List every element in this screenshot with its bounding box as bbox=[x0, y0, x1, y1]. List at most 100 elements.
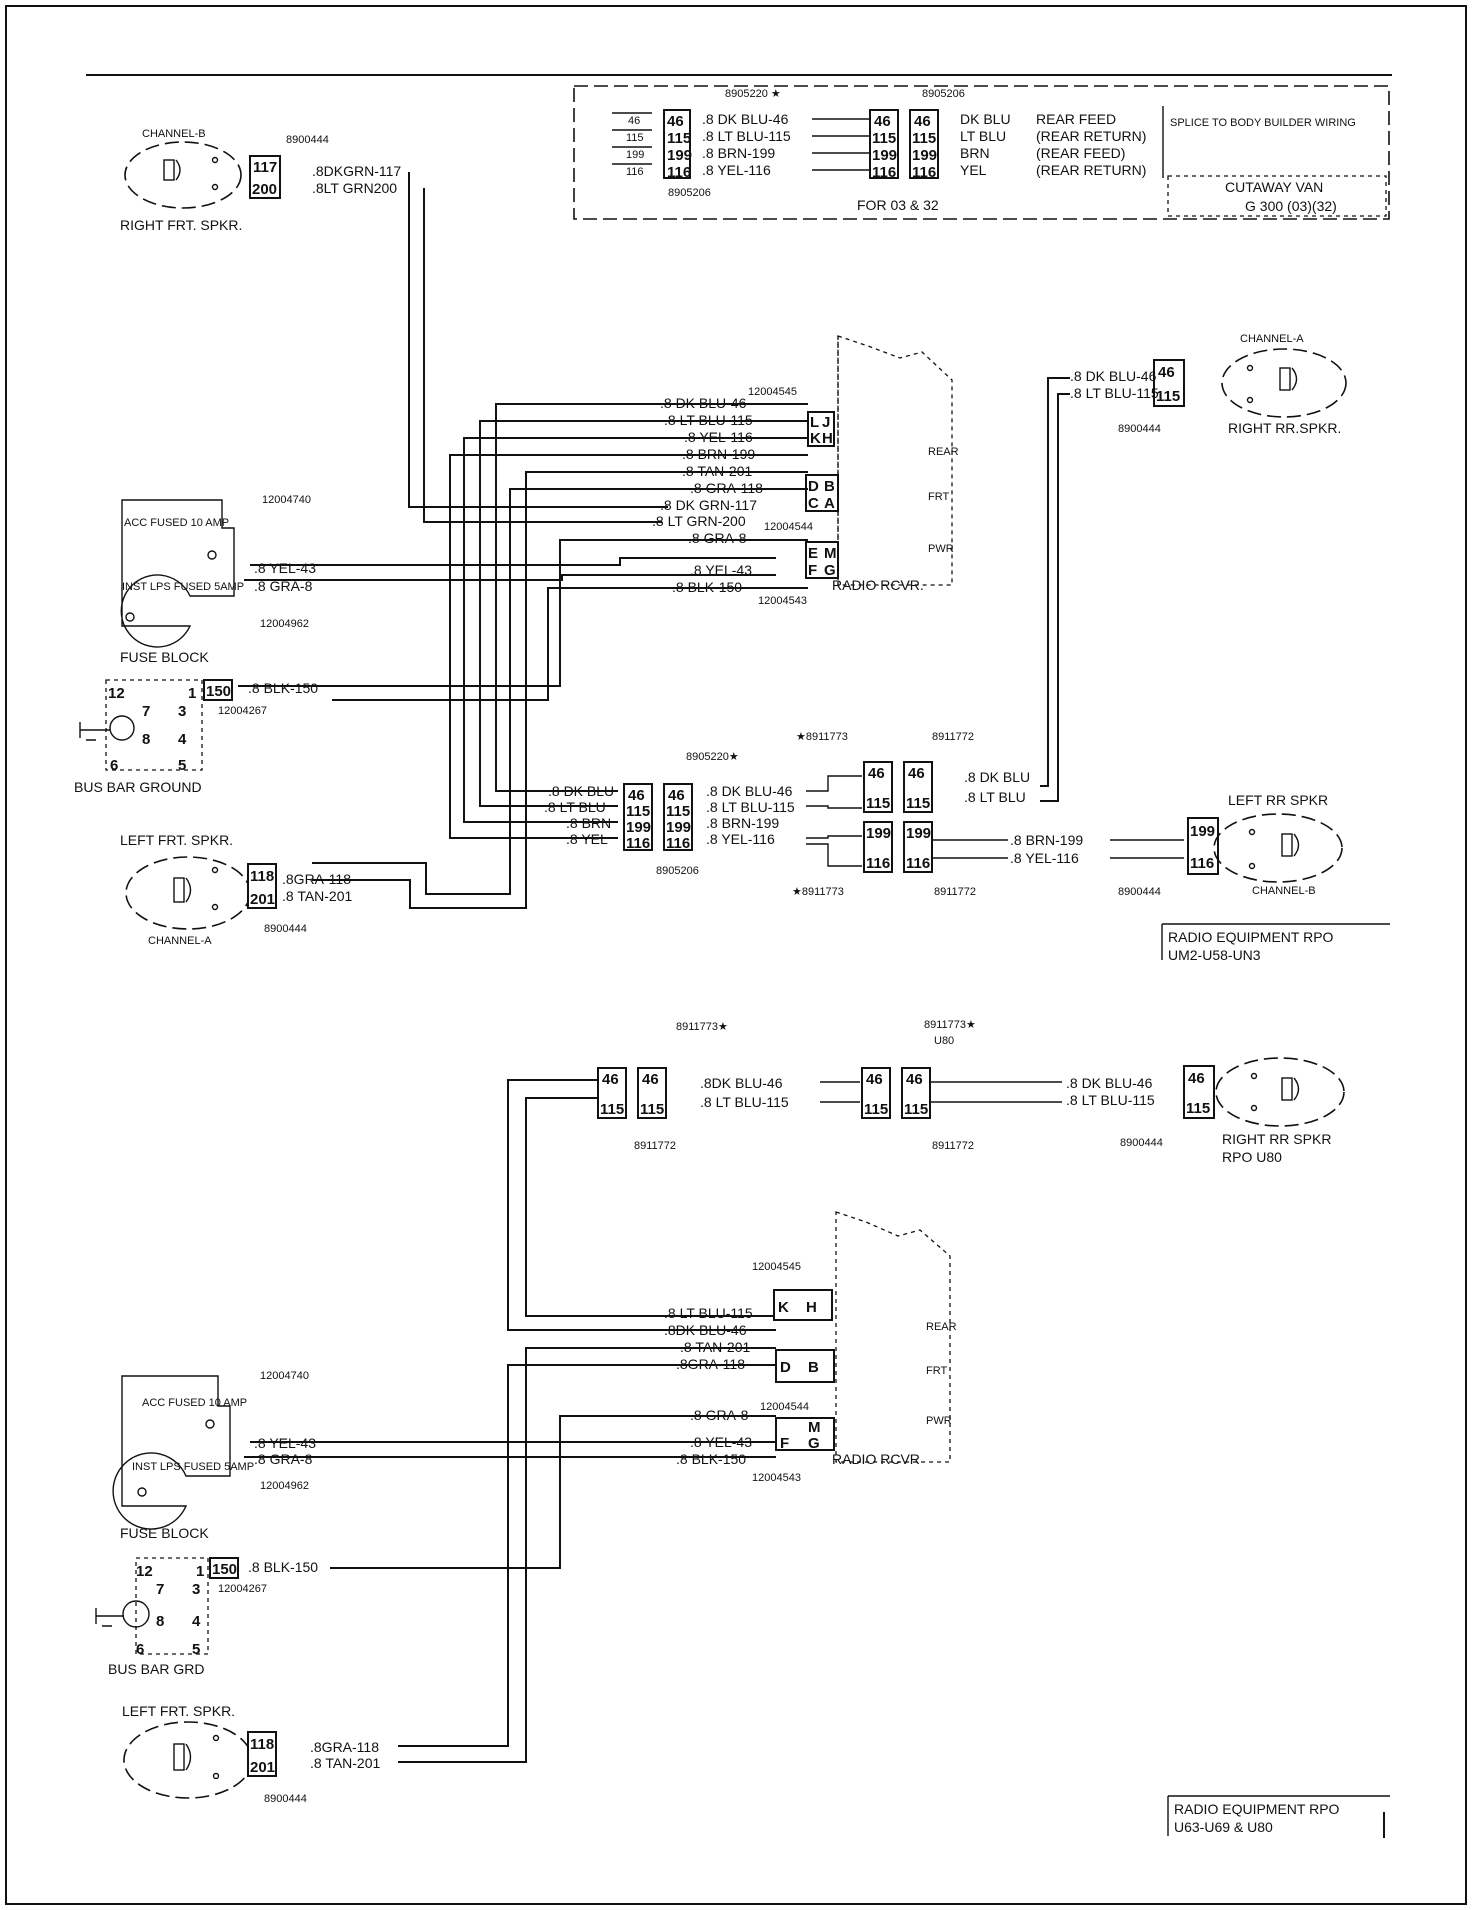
inline-out-199: .8 BRN-199 bbox=[1010, 832, 1083, 848]
svg-text:8900444: 8900444 bbox=[1118, 423, 1161, 435]
svg-text:46: 46 bbox=[914, 113, 931, 130]
svg-text:46: 46 bbox=[908, 765, 925, 782]
svg-text:116: 116 bbox=[872, 164, 896, 181]
svg-text:8911773★: 8911773★ bbox=[676, 1021, 728, 1033]
svg-text:INST LPS FUSED 5AMP: INST LPS FUSED 5AMP bbox=[132, 1461, 254, 1473]
svg-text:115: 115 bbox=[866, 795, 890, 812]
svg-text:115: 115 bbox=[906, 795, 930, 812]
inline-connectors-top: ★8911773 8911772 46 115 46 115 199 116 1… bbox=[792, 731, 976, 898]
svg-text:46: 46 bbox=[1158, 364, 1175, 381]
svg-text:4: 4 bbox=[192, 1613, 201, 1630]
svg-text:E: E bbox=[808, 545, 818, 562]
svg-text:UM2-U58-UN3: UM2-U58-UN3 bbox=[1168, 947, 1261, 963]
svg-text:K: K bbox=[810, 430, 821, 447]
svg-text:RIGHT FRT. SPKR.: RIGHT FRT. SPKR. bbox=[120, 217, 242, 233]
cutaway-connector-id-left: 8905220 ★ bbox=[725, 88, 781, 100]
svg-text:199: 199 bbox=[626, 149, 644, 161]
svg-text:115: 115 bbox=[626, 803, 650, 820]
svg-text:115: 115 bbox=[872, 130, 896, 147]
right-rear-speaker-top: CHANNEL-A RIGHT RR.SPKR. bbox=[1221, 333, 1347, 436]
svg-text:12004543: 12004543 bbox=[752, 1472, 801, 1484]
fuse-block-label: FUSE BLOCK bbox=[120, 649, 209, 665]
svg-text:B: B bbox=[824, 478, 835, 495]
svg-text:4: 4 bbox=[178, 731, 187, 748]
svg-text:8911772: 8911772 bbox=[934, 886, 976, 898]
svg-text:6: 6 bbox=[136, 1641, 144, 1658]
svg-text:RPO U80: RPO U80 bbox=[1222, 1149, 1282, 1165]
cutaway-right-connector: 46 115 199 116 46 115 199 116 bbox=[869, 109, 939, 181]
junction-out-116: .8 YEL-116 bbox=[706, 831, 775, 847]
svg-text:12004543: 12004543 bbox=[758, 595, 807, 607]
svg-text:115: 115 bbox=[1186, 1100, 1210, 1117]
svg-text:12: 12 bbox=[108, 685, 125, 702]
radio-wire-117: .8 DK GRN-117 bbox=[660, 497, 757, 513]
bus-bar-top: 12 1 7 3 8 4 6 5 BUS BAR GROUND bbox=[74, 679, 203, 795]
radio-rcvr-label-bottom: RADIO RCVR bbox=[832, 1451, 920, 1467]
svg-text:A: A bbox=[824, 495, 835, 512]
bus-bar-bottom: 12 1 7 3 8 4 6 5 BUS BAR GRD bbox=[95, 1557, 209, 1677]
svg-text:150: 150 bbox=[206, 683, 231, 700]
svg-text:115: 115 bbox=[904, 1101, 928, 1118]
svg-text:8900444: 8900444 bbox=[264, 923, 307, 935]
svg-text:B: B bbox=[808, 1359, 819, 1376]
left-rr-spkr-label: LEFT RR SPKR bbox=[1228, 792, 1328, 808]
svg-text:K: K bbox=[778, 1299, 789, 1316]
svg-text:8911773★: 8911773★ bbox=[924, 1019, 976, 1031]
b-fb-wire-43: .8 YEL-43 bbox=[254, 1435, 316, 1451]
svg-text:8900444: 8900444 bbox=[1118, 886, 1161, 898]
svg-text:199: 199 bbox=[667, 147, 692, 164]
cutaway-footer: FOR 03 & 32 bbox=[857, 197, 939, 213]
svg-text:D: D bbox=[808, 478, 819, 495]
svg-text:46: 46 bbox=[668, 787, 685, 804]
svg-text:118: 118 bbox=[250, 868, 274, 885]
svg-text:12004740: 12004740 bbox=[262, 494, 311, 506]
svg-text:J: J bbox=[822, 414, 830, 431]
right-front-speaker: CHANNEL-B RIGHT FRT. SPKR. bbox=[120, 128, 242, 233]
svg-text:201: 201 bbox=[250, 891, 275, 908]
svg-text:199: 199 bbox=[626, 819, 651, 836]
svg-text:REAR: REAR bbox=[926, 1321, 957, 1333]
svg-text:116: 116 bbox=[912, 164, 936, 181]
b-radio-wire-46: .8DK BLU-46 bbox=[664, 1322, 747, 1338]
inline-out-46: .8 DK BLU bbox=[964, 769, 1030, 785]
junction-out-115: .8 LT BLU-115 bbox=[706, 799, 795, 815]
svg-text:199: 199 bbox=[1190, 823, 1215, 840]
svg-text:H: H bbox=[822, 430, 833, 447]
svg-text:CHANNEL-A: CHANNEL-A bbox=[148, 935, 212, 947]
bottom-rr-wire-46: .8 DK BLU-46 bbox=[1066, 1075, 1153, 1091]
junction-in-199: .8 BRN bbox=[566, 815, 611, 831]
svg-text:7: 7 bbox=[142, 703, 150, 720]
svg-text:116: 116 bbox=[667, 164, 691, 181]
svg-text:199: 199 bbox=[906, 825, 931, 842]
junction-in-46: .8 DK BLU bbox=[548, 783, 614, 799]
svg-text:1: 1 bbox=[196, 1563, 204, 1580]
svg-text:ACC FUSED 10 AMP: ACC FUSED 10 AMP bbox=[124, 517, 229, 529]
svg-text:RADIO EQUIPMENT RPO: RADIO EQUIPMENT RPO bbox=[1174, 1801, 1340, 1817]
svg-text:U63-U69 & U80: U63-U69 & U80 bbox=[1174, 1819, 1273, 1835]
svg-text:1: 1 bbox=[188, 685, 196, 702]
lf-wire-118: .8GRA-118 bbox=[282, 871, 351, 887]
svg-text:116: 116 bbox=[626, 835, 650, 852]
svg-text:RADIO EQUIPMENT RPO: RADIO EQUIPMENT RPO bbox=[1168, 929, 1334, 945]
svg-text:M: M bbox=[808, 1419, 821, 1436]
cutaway-wire-3: .8 BRN-199 bbox=[702, 145, 775, 161]
svg-text:115: 115 bbox=[640, 1101, 664, 1118]
cutaway-id-bottom: 8905206 bbox=[668, 187, 711, 199]
left-front-speaker-bottom: LEFT FRT. SPKR. bbox=[122, 1703, 253, 1799]
svg-text:12004544: 12004544 bbox=[760, 1401, 809, 1413]
cutaway-van-inset: 8905220 ★ 8905206 46 115 199 116 4611519… bbox=[573, 85, 1390, 220]
cutaway-color-1: DK BLU bbox=[960, 111, 1011, 127]
svg-text:8900444: 8900444 bbox=[264, 1793, 307, 1805]
svg-text:CHANNEL-A: CHANNEL-A bbox=[1240, 333, 1304, 345]
svg-text:5: 5 bbox=[178, 757, 186, 774]
junction-out-46: .8 DK BLU-46 bbox=[706, 783, 793, 799]
svg-text:116: 116 bbox=[626, 166, 644, 178]
bus-bar-ground-label: BUS BAR GROUND bbox=[74, 779, 202, 795]
svg-text:12004740: 12004740 bbox=[260, 1370, 309, 1382]
svg-text:★8911773: ★8911773 bbox=[792, 886, 844, 898]
svg-text:G: G bbox=[824, 562, 836, 579]
svg-text:116: 116 bbox=[666, 835, 690, 852]
svg-text:8911772: 8911772 bbox=[932, 731, 974, 743]
svg-text:FRT: FRT bbox=[928, 491, 949, 503]
